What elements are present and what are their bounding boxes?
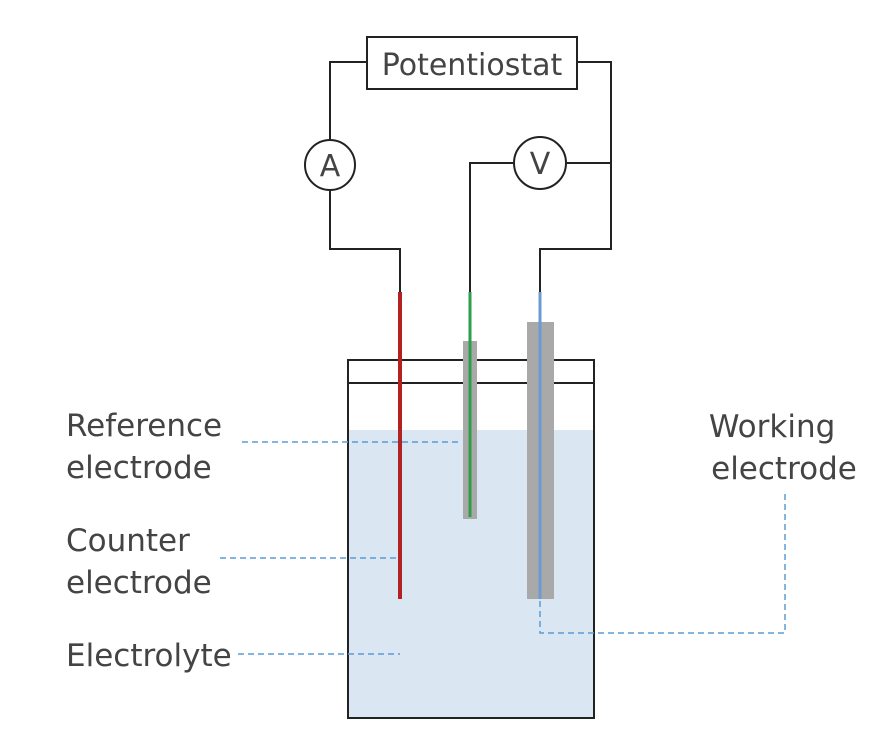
leader-lines [220, 441, 786, 655]
voltmeter-symbol: V [530, 147, 551, 182]
working-electrode [527, 292, 554, 599]
wiring [329, 61, 612, 292]
counter-label-line1: Counter [66, 523, 190, 559]
counter-label: Counter electrode [66, 523, 212, 601]
wire-ammeter-to-counter [329, 190, 401, 292]
voltmeter: V [513, 136, 567, 190]
working-leader [539, 494, 786, 634]
electrolyte-label: Electrolyte [66, 638, 232, 674]
ammeter: A [304, 139, 356, 191]
counter-label-line2: electrode [66, 565, 212, 601]
working-label-line2: electrode [711, 451, 857, 487]
reference-label-line2: electrode [66, 450, 212, 486]
potentiostat-label: Potentiostat [382, 48, 563, 83]
wire-voltmeter-to-reference [469, 162, 513, 292]
working-label: Working electrode [709, 409, 857, 487]
voltmeter-circle [513, 136, 567, 190]
ammeter-symbol: A [320, 149, 341, 184]
reference-label-line1: Reference [66, 408, 222, 444]
labels: Reference electrode Counter electrode El… [66, 408, 857, 674]
reference-label: Reference electrode [66, 408, 232, 486]
working-label-line1: Working [709, 409, 835, 445]
potentiostat: Potentiostat [366, 36, 578, 90]
ammeter-circle [304, 139, 356, 191]
wire-potentiostat-to-working [539, 61, 612, 292]
reference-electrode [463, 292, 477, 519]
wire-potentiostat-to-ammeter [329, 61, 367, 140]
